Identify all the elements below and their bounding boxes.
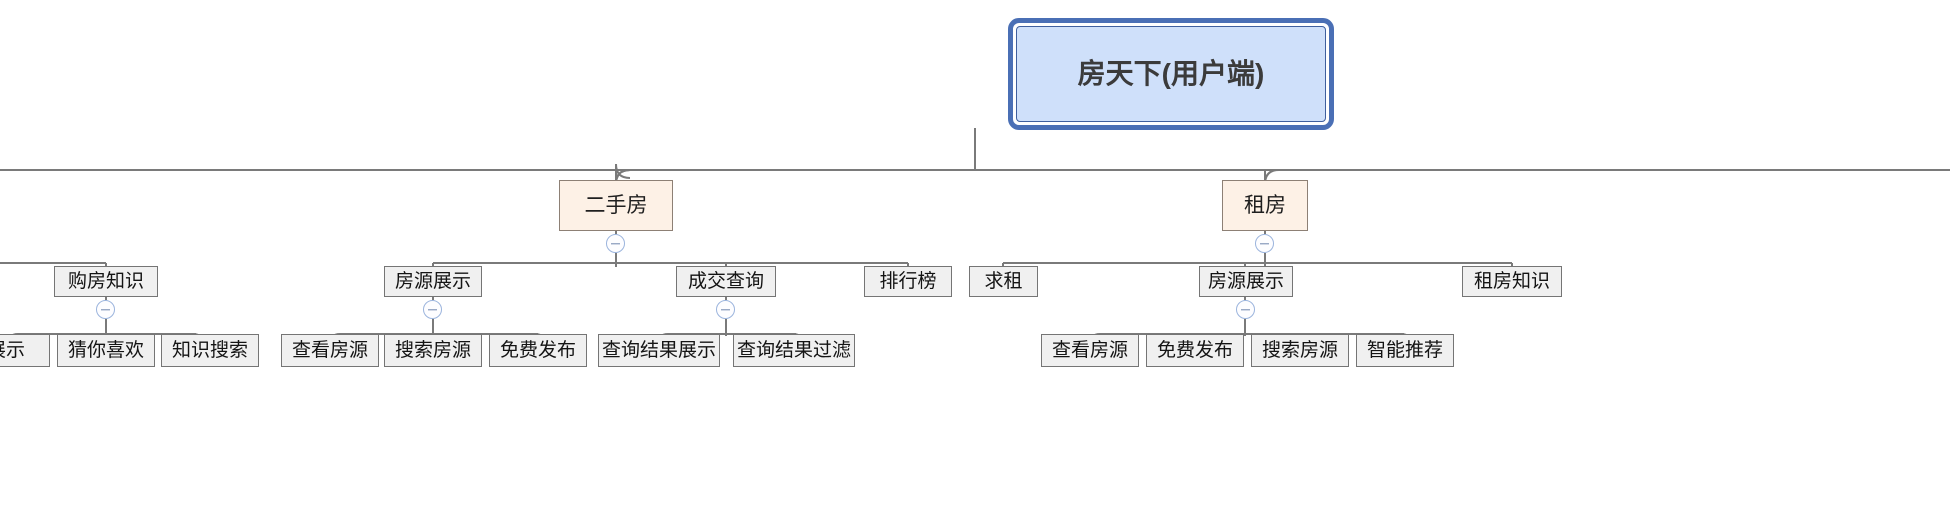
node-chaxunjieguozhanshi-label: 查询结果展示 (601, 340, 716, 361)
node-zufangzhishi-label: 租房知识 (1473, 271, 1550, 292)
node-mianfeifabu-zf[interactable]: 免费发布 (1146, 334, 1244, 367)
node-chengjiaochaxun-label: 成交查询 (687, 271, 764, 292)
collapse-icon-fangyuanzhanshi-esf[interactable] (423, 300, 442, 319)
node-qiuzu[interactable]: 求租 (969, 266, 1038, 297)
node-zufang-label: 租房 (1244, 194, 1286, 217)
node-paihangbang[interactable]: 排行榜 (864, 266, 952, 297)
collapse-icon-fangyuanzhanshi-zf[interactable] (1236, 300, 1255, 319)
collapse-icon-chengjiaochaxun[interactable] (716, 300, 735, 319)
node-ershoufang-label: 二手房 (584, 194, 648, 217)
node-fangyuanzhanshi-esf[interactable]: 房源展示 (384, 266, 482, 297)
node-root[interactable]: 房天下(用户端) (1016, 26, 1326, 122)
node-sousuofangyuan-zf-label: 搜索房源 (1261, 340, 1338, 361)
node-sousuofangyuan-esf[interactable]: 搜索房源 (384, 334, 482, 367)
node-zhanshi-clipped[interactable]: 展示 (0, 334, 50, 367)
node-fangyuanzhanshi-zf-label: 房源展示 (1207, 271, 1284, 292)
node-zhinengtuijian-label: 智能推荐 (1366, 340, 1443, 361)
node-chaxunjieguoguolv[interactable]: 查询结果过滤 (733, 334, 855, 367)
node-paihangbang-label: 排行榜 (879, 271, 937, 292)
collapse-icon-goufangzhishi[interactable] (96, 300, 115, 319)
node-zhishisousuo[interactable]: 知识搜索 (161, 334, 259, 367)
node-zufangzhishi[interactable]: 租房知识 (1462, 266, 1562, 297)
node-cainixihuan-label: 猜你喜欢 (67, 340, 144, 361)
node-ershoufang[interactable]: 二手房 (559, 180, 673, 231)
node-chakanfangyuan-esf[interactable]: 查看房源 (281, 334, 379, 367)
node-sousuofangyuan-zf[interactable]: 搜索房源 (1251, 334, 1349, 367)
node-mianfeifabu-esf-label: 免费发布 (499, 340, 576, 361)
node-chakanfangyuan-esf-label: 查看房源 (291, 340, 368, 361)
node-root-label: 房天下(用户端) (1077, 58, 1265, 89)
node-fangyuanzhanshi-zf[interactable]: 房源展示 (1199, 266, 1293, 297)
node-chaxunjieguozhanshi[interactable]: 查询结果展示 (598, 334, 720, 367)
collapse-icon-zufang[interactable] (1255, 234, 1274, 253)
node-qiuzu-label: 求租 (984, 271, 1023, 292)
collapse-icon-ershoufang[interactable] (606, 234, 625, 253)
node-chaxunjieguoguolv-label: 查询结果过滤 (736, 340, 851, 361)
node-zhinengtuijian[interactable]: 智能推荐 (1356, 334, 1454, 367)
node-mianfeifabu-zf-label: 免费发布 (1156, 340, 1233, 361)
node-cainixihuan[interactable]: 猜你喜欢 (57, 334, 155, 367)
node-chengjiaochaxun[interactable]: 成交查询 (676, 266, 776, 297)
node-zhanshi-clipped-label: 展示 (0, 340, 25, 361)
root-selection-ring (1008, 18, 1334, 130)
node-goufangzhishi[interactable]: 购房知识 (54, 266, 158, 297)
node-zhishisousuo-label: 知识搜索 (171, 340, 248, 361)
node-zufang[interactable]: 租房 (1222, 180, 1308, 231)
node-chakanfangyuan-zf[interactable]: 查看房源 (1041, 334, 1139, 367)
node-mianfeifabu-esf[interactable]: 免费发布 (489, 334, 587, 367)
node-sousuofangyuan-esf-label: 搜索房源 (394, 340, 471, 361)
node-chakanfangyuan-zf-label: 查看房源 (1051, 340, 1128, 361)
node-goufangzhishi-label: 购房知识 (67, 271, 144, 292)
node-fangyuanzhanshi-esf-label: 房源展示 (394, 271, 471, 292)
